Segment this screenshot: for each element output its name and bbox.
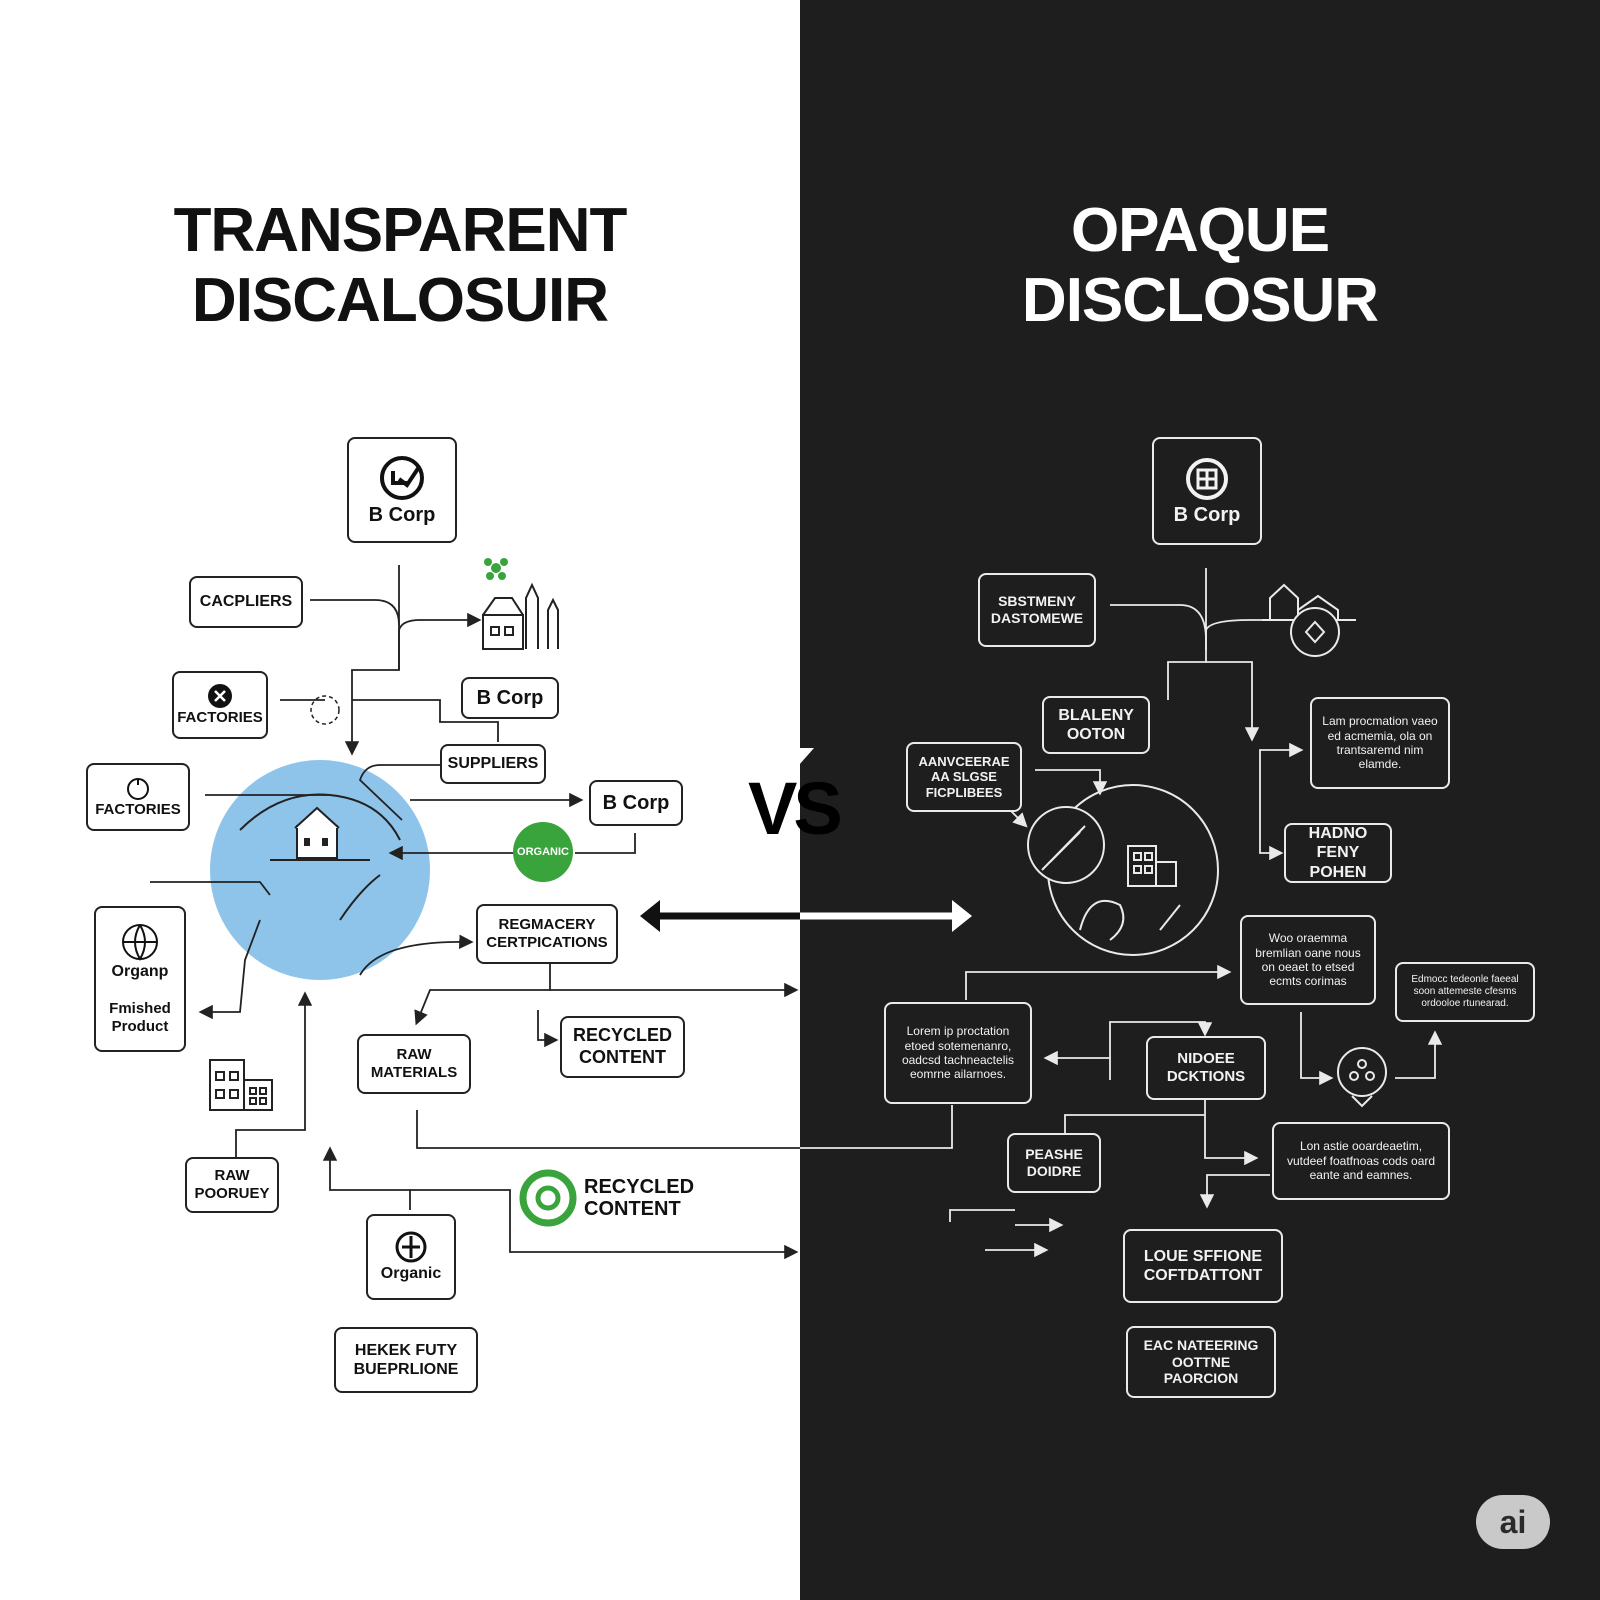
left-bcorp-top: B Corp [347,437,457,543]
transparent-title-line1: TRANSPARENT [173,196,628,265]
left-bcorp-right-label: B Corp [602,792,670,814]
globe-small-icon [122,924,158,962]
left-reg-cert: REGMACERY CERTPICATIONS [476,904,618,964]
left-bcorp-top-label: B Corp [368,504,436,526]
right-lam-procmation-label: Lam procmation vaeo ed acmemia, ola on t… [1322,714,1438,772]
left-recycled-content-box: RECYCLED CONTENT [560,1016,685,1078]
left-suppliers-label: SUPPLIERS [447,755,539,773]
leaf-icon [127,778,149,800]
left-bcorp-right: B Corp [589,780,683,826]
transparent-title-line2: DISCALOSUIR [191,266,609,335]
right-lam-procmation: Lam procmation vaeo ed acmemia, ola on t… [1310,697,1450,789]
left-raw-materials-label: RAW MATERIALS [370,1046,458,1081]
left-raw-poorey: RAW POORUEY [185,1157,279,1213]
bcorp-grid-seal-icon [1186,458,1228,500]
left-bcorp-mid: B Corp [461,677,559,719]
left-reg-cert-label: REGMACERY CERTPICATIONS [486,916,608,951]
left-raw-materials: RAW MATERIALS [357,1034,471,1094]
right-peashe: PEASHE DOIDRE [1007,1133,1101,1193]
right-nidoee: NIDOEE DCKTIONS [1146,1036,1266,1100]
right-loue-sffione-label: LOUE SFFIONE COFTDATTONT [1143,1247,1263,1284]
right-woo-oraemma: Woo oraemma bremlian oane nous on oeaet … [1240,915,1376,1005]
right-bcorp-top: B Corp [1152,437,1262,545]
left-factories: FACTORIES [86,763,190,831]
right-edmocc: Edmocc tedeonle faeeal soon attemeste cf… [1395,962,1535,1022]
right-sbstmeny-label: SBSTMENY DASTOMEWE [990,593,1084,626]
left-hekek-futy: HEKEK FUTY BUEPRLIONE [334,1327,478,1393]
left-organp-label: Organp [111,963,169,981]
left-organic-bottom: Organic [366,1214,456,1300]
right-lorem-proctation: Lorem ip proctation etoed sotemenanro, o… [884,1002,1032,1104]
right-blaleny-label: BLALENY OOTON [1058,706,1134,743]
ai-watermark-badge: ai [1476,1495,1550,1549]
right-loue-sffione: LOUE SFFIONE COFTDATTONT [1123,1229,1283,1303]
right-peashe-label: PEASHE DOIDRE [1025,1146,1083,1179]
blocked-icon [208,684,232,708]
left-cacpliers: CACPLIERS [189,576,303,628]
opaque-title: OPAQUE DISCLOSUR [800,196,1600,336]
organic-badge: ORGANIC [513,822,573,882]
left-bcorp-mid-label: B Corp [476,687,544,709]
right-woo-oraemma-label: Woo oraemma bremlian oane nous on oeaet … [1255,931,1361,989]
right-bcorp-top-label: B Corp [1173,504,1241,526]
transparent-title: TRANSPARENT DISCALOSUIR [0,196,800,336]
right-aanvceerae: AANVCEERAE AA SLGSE FICPLIBEES [906,742,1022,812]
organic-globe-icon [395,1231,427,1263]
left-organp: Organp Fmished Product [94,906,186,1052]
left-cacpliers-label: CACPLIERS [199,593,293,611]
right-hadno-feny-label: HADNO FENY POHEN [1308,825,1368,881]
vs-label: VS [748,772,843,846]
left-factories-label: FACTORIES [95,801,181,818]
left-finished-product-label: Fmished Product [109,999,171,1035]
right-edmocc-label: Edmocc tedeonle faeeal soon attemeste cf… [1411,974,1519,1009]
left-factories-small-label: FACTORIES [177,709,263,726]
right-lon-astie: Lon astie ooardeaetim, vutdeef foatfnoas… [1272,1122,1450,1200]
right-hadno-feny: HADNO FENY POHEN [1284,823,1392,883]
vs-text: VS [748,767,843,850]
bcorp-seal-icon [380,456,424,500]
left-recycled-content-logo-label: RECYCLED CONTENT [584,1176,695,1220]
right-eac-nateering-label: EAC NATEERING OOTTNE PAORCION [1143,1336,1259,1387]
right-aanvceerae-label: AANVCEERAE AA SLGSE FICPLIBEES [918,753,1010,800]
right-eac-nateering: EAC NATEERING OOTTNE PAORCION [1126,1326,1276,1398]
right-blaleny: BLALENY OOTON [1042,696,1150,754]
opaque-title-line1: OPAQUE [1070,196,1330,265]
left-recycled-content-box-label: RECYCLED CONTENT [573,1025,673,1067]
left-raw-poorey-label: RAW POORUEY [194,1167,270,1202]
left-organic-bottom-label: Organic [380,1265,442,1283]
left-factories-small: FACTORIES [172,671,268,739]
right-lon-astie-label: Lon astie ooardeaetim, vutdeef foatfnoas… [1286,1139,1436,1183]
opaque-title-line2: DISCLOSUR [1021,266,1379,335]
left-suppliers: SUPPLIERS [440,744,546,784]
right-nidoee-label: NIDOEE DCKTIONS [1166,1050,1246,1085]
left-hekek-futy-label: HEKEK FUTY BUEPRLIONE [353,1341,459,1378]
right-lorem-proctation-label: Lorem ip proctation etoed sotemenanro, o… [901,1024,1015,1082]
right-sbstmeny: SBSTMENY DASTOMEWE [978,573,1096,647]
